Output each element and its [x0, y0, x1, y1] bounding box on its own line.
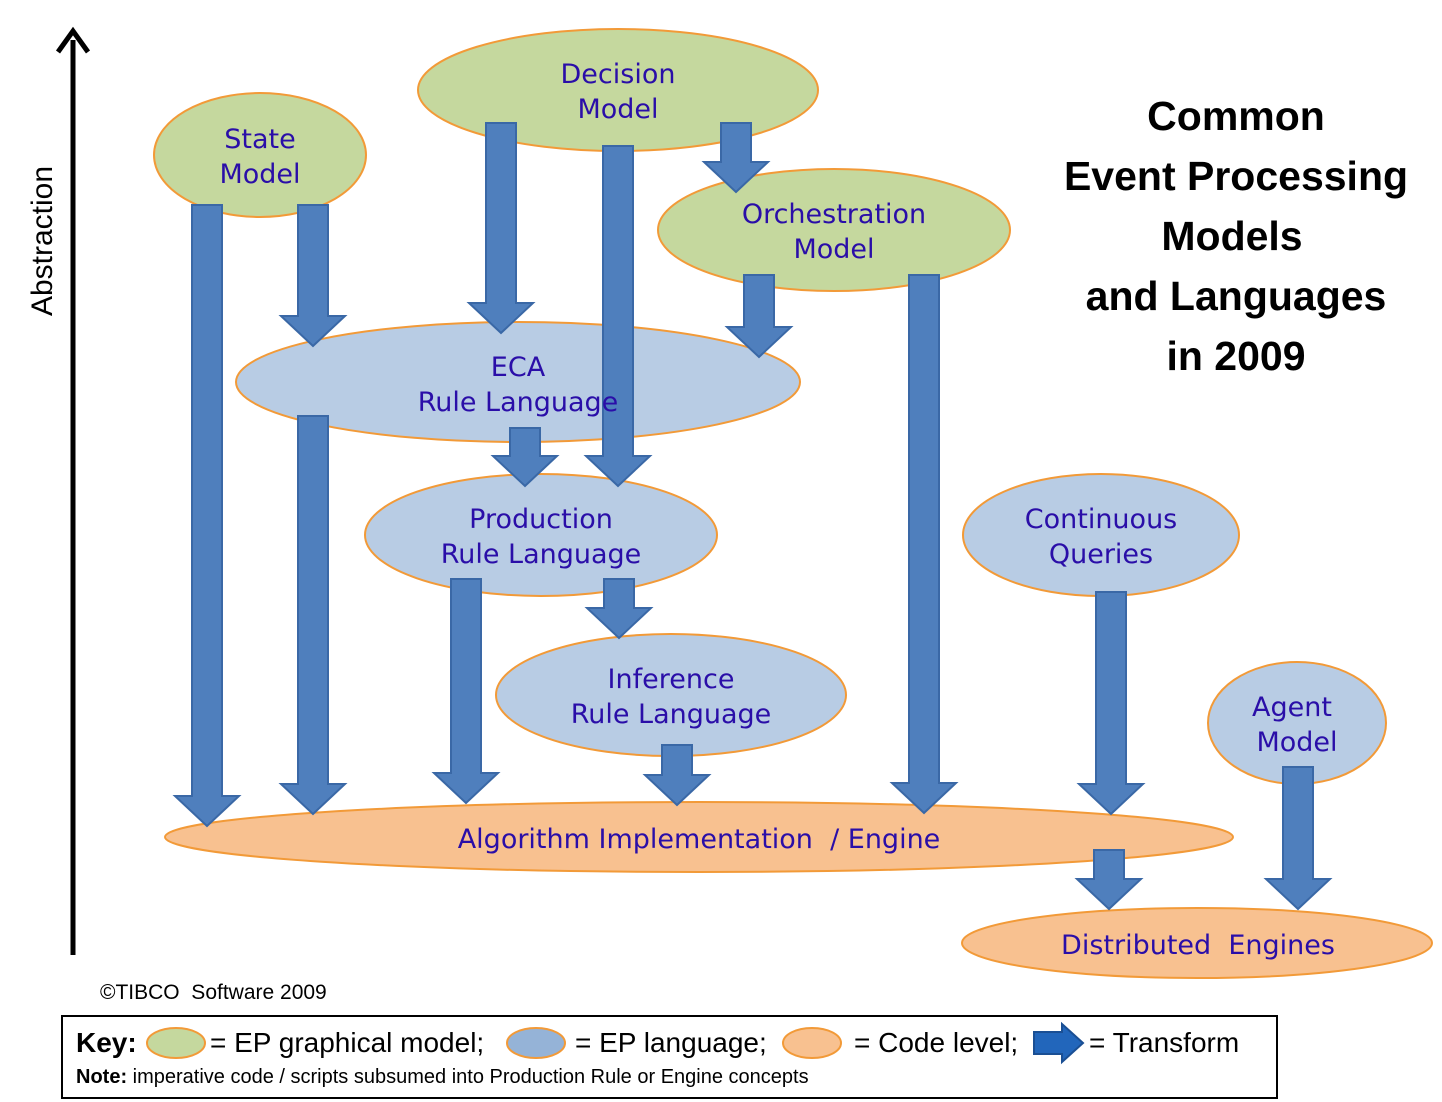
production-label-1: Production — [469, 504, 613, 535]
transform-arrow: Decision Model → Orchestration Model — [701, 122, 771, 194]
orchestration-model-label-1: Orchestration — [742, 199, 926, 230]
title-line-4: and Languages — [1086, 273, 1387, 319]
transform-arrow: Continuous Queries → Algorithm Implement… — [1076, 591, 1146, 816]
decision-model-label-2: Model — [577, 94, 658, 125]
legend-key-label: Key: — [76, 1027, 137, 1058]
algorithm-engine-node[interactable] — [164, 801, 1234, 873]
transform-arrows: State Model → Algorithm Implementation /… — [172, 122, 1333, 911]
eca-label-2: Rule Language — [418, 387, 619, 418]
state-model-label-1: State — [224, 124, 295, 155]
inference-label-2: Rule Language — [571, 699, 772, 730]
transform-arrow: State Model → Algorithm Implementation /… — [172, 204, 242, 828]
transform-arrow: Inference Rule Language → Algorithm Impl… — [642, 744, 712, 807]
transform-arrow: Orchestration Model → ECA Rule Language — [724, 274, 794, 359]
legend-graphical-model-text: = EP graphical model; — [210, 1027, 484, 1058]
decision-model-label-1: Decision — [561, 59, 676, 90]
production-label-2: Rule Language — [441, 539, 642, 570]
transform-arrow: ECA Rule Language → Production Rule Lang… — [490, 427, 560, 488]
transform-arrow: Production Rule Language → Algorithm Imp… — [431, 578, 501, 805]
axis-label: Abstraction — [26, 166, 59, 316]
orchestration-model-node[interactable] — [657, 168, 1011, 292]
title-line-1: Common — [1147, 93, 1325, 139]
node-labels: State Model Decision Model Orchestration… — [219, 59, 1337, 961]
legend-code-level-swatch — [782, 1027, 842, 1059]
title-line-3: Models — [1161, 213, 1302, 259]
eca-label-1: ECA — [491, 352, 546, 383]
legend-language-text: = EP language; — [575, 1027, 767, 1058]
title-line-5: in 2009 — [1166, 333, 1305, 379]
transform-arrow: Decision Model → ECA Rule Language — [466, 122, 536, 335]
agent-model-label-2: Model — [1256, 727, 1337, 758]
copyright-text: ©TIBCO Software 2009 — [100, 981, 327, 1004]
orchestration-model-label-2: Model — [793, 234, 874, 265]
legend-transform-arrow-icon — [1033, 1021, 1085, 1065]
legend-language-swatch — [506, 1027, 566, 1059]
inference-rule-language-node[interactable] — [495, 633, 847, 757]
axis-arrowhead — [55, 26, 91, 54]
legend-code-level-text: = Code level; — [854, 1027, 1018, 1058]
legend-transform-text: = Transform — [1089, 1027, 1239, 1058]
algorithm-engine-label: Algorithm Implementation / Engine — [458, 824, 941, 855]
legend-graphical-model-swatch — [146, 1027, 206, 1059]
legend-border — [61, 1015, 1278, 1099]
decision-model-node[interactable] — [417, 28, 819, 152]
legend-note: Note: imperative code / scripts subsumed… — [76, 1066, 809, 1088]
transform-arrow: Decision Model → Production Rule Languag… — [583, 145, 653, 488]
transform-arrow: Algorithm Implementation / Engine → Dist… — [1074, 849, 1144, 911]
legend-note-label: Note: — [76, 1066, 127, 1088]
title-line-2: Event Processing — [1064, 153, 1408, 199]
continuous-queries-label-2: Queries — [1049, 539, 1153, 570]
production-rule-language-node[interactable] — [364, 473, 718, 597]
transform-arrow: Orchestration Model → Algorithm Implemen… — [889, 274, 959, 815]
state-model-label-2: Model — [219, 159, 300, 190]
transform-arrow: Production Rule Language → Inference Rul… — [584, 578, 654, 640]
transform-arrow: ECA Rule Language → Algorithm Implementa… — [278, 415, 348, 816]
transform-arrow: Agent Model → Distributed Engines — [1263, 766, 1333, 911]
agent-model-label-1: Agent — [1252, 692, 1332, 723]
transform-arrow: State Model → ECA Rule Language — [278, 204, 348, 348]
diagram-title: Common Event Processing Models and Langu… — [1064, 93, 1408, 379]
inference-label-1: Inference — [608, 664, 735, 695]
state-model-node[interactable] — [153, 92, 367, 218]
legend-note-text: imperative code / scripts subsumed into … — [127, 1066, 808, 1088]
legend-key: Key: = EP graphical model; = EP language… — [61, 1015, 1278, 1099]
distributed-engines-label: Distributed Engines — [1061, 930, 1335, 961]
abstraction-axis: Abstraction — [26, 26, 91, 955]
continuous-queries-label-1: Continuous — [1025, 504, 1178, 535]
distributed-engines-node[interactable] — [961, 907, 1433, 979]
continuous-queries-node[interactable] — [962, 473, 1240, 597]
agent-model-node[interactable] — [1207, 661, 1387, 785]
